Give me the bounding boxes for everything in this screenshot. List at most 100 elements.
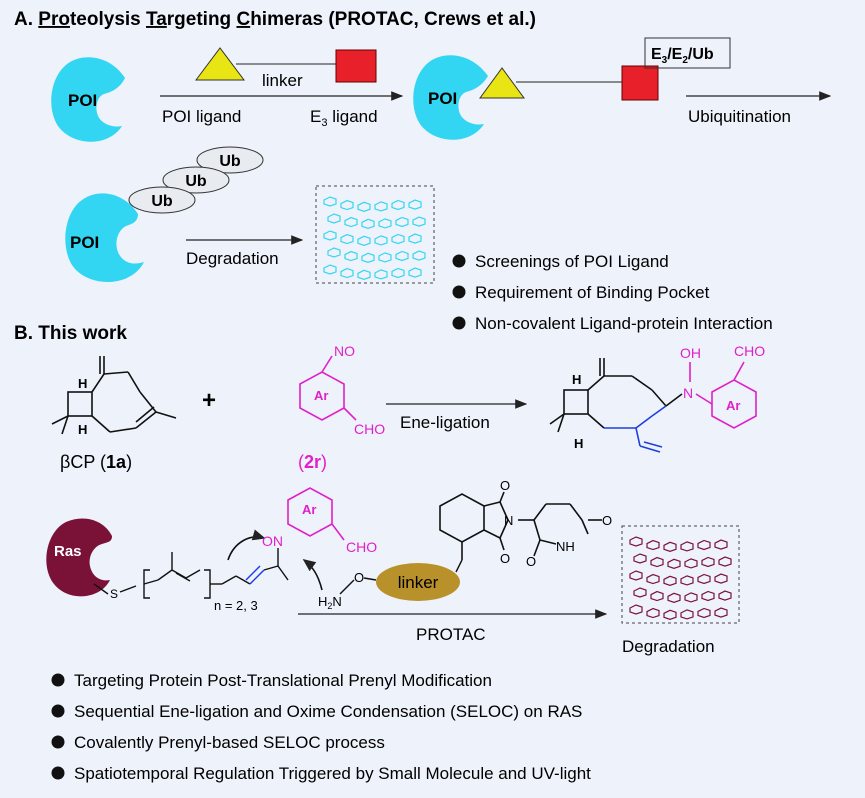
- peptide-fragment: [650, 556, 664, 568]
- peptide-fragment: [680, 541, 694, 552]
- bullets-b: Targeting Protein Post-Translational Pre…: [51, 671, 591, 783]
- prenyl-chain: [119, 552, 289, 599]
- peptide-fragment: [323, 196, 337, 207]
- peptide-fragment: [629, 536, 643, 547]
- curved-arrow-bottom: [302, 559, 323, 591]
- peptide-fragment: [344, 250, 358, 262]
- peptide-fragment: [340, 199, 354, 211]
- bullet-dot: [452, 254, 466, 268]
- peptide-fragment: [697, 573, 711, 585]
- peptide-fragment: [718, 556, 732, 567]
- ub-label-2: Ub: [185, 173, 207, 190]
- linker-label: linker: [262, 71, 303, 90]
- plus-sign: +: [202, 387, 216, 414]
- bullet-a-1: Screenings of POI Ligand: [475, 252, 669, 271]
- ar-label-2r: Ar: [314, 388, 328, 403]
- nitroso-aryl-structure: [287, 487, 345, 541]
- peptide-fragments-a: [323, 196, 426, 280]
- bullet-dot: [51, 704, 65, 718]
- poi-label-1: POI: [68, 91, 97, 110]
- e3-complex-label: E3/E2/Ub: [651, 46, 714, 66]
- on-label: ON: [262, 533, 283, 549]
- prenyl-alkene: [245, 565, 265, 585]
- peptide-fragment: [663, 541, 677, 552]
- peptide-fragment: [344, 216, 358, 228]
- bullet-dot: [51, 735, 65, 749]
- peptide-fragment: [701, 556, 715, 568]
- ub-label-3: Ub: [219, 153, 241, 170]
- linker-phth-bond: [455, 559, 463, 573]
- glut-o-bottom: O: [526, 554, 536, 569]
- peptide-fragment: [378, 252, 392, 263]
- ene-ligation-label: Ene-ligation: [400, 413, 490, 432]
- product-blue-bonds: [604, 405, 667, 453]
- peptide-fragment: [340, 233, 354, 245]
- peptide-fragment: [646, 539, 660, 551]
- bullet-dot: [452, 316, 466, 330]
- compound-2r-label: (2r): [298, 452, 327, 472]
- bullet-b-1: Targeting Protein Post-Translational Pre…: [74, 671, 492, 690]
- ras-s-bond: [93, 583, 109, 595]
- e3-ligand-label: E3 ligand: [310, 107, 378, 129]
- linker-label-b: linker: [398, 573, 439, 592]
- product-structure: [549, 358, 667, 433]
- thalidomide-structure: [439, 491, 602, 560]
- peptide-fragment: [395, 250, 409, 262]
- peptide-fragment: [714, 573, 728, 584]
- peptide-fragment: [718, 590, 732, 601]
- ar-label-ras: Ar: [302, 502, 316, 517]
- bullet-dot: [452, 285, 466, 299]
- peptide-fragment: [412, 216, 426, 227]
- peptide-fragment: [650, 590, 664, 602]
- product-h-top: H: [572, 372, 581, 387]
- peptide-fragment: [680, 609, 694, 620]
- peptide-fragment: [327, 247, 341, 258]
- curved-arrow-top: [227, 529, 266, 561]
- peptide-fragment: [357, 201, 371, 212]
- product-ar-label: Ar: [726, 398, 740, 413]
- poi-ligand-label: POI ligand: [162, 107, 241, 126]
- peptide-fragment: [374, 201, 388, 212]
- poi-label-3: POI: [70, 233, 99, 252]
- product-oh-label: OH: [680, 345, 701, 361]
- bullet-b-4: Spatiotemporal Regulation Triggered by S…: [74, 764, 591, 783]
- peptide-fragment: [667, 592, 681, 603]
- h2n-label: H2N: [318, 594, 342, 611]
- fragments-box-b: [621, 525, 740, 624]
- peptide-fragment: [663, 609, 677, 620]
- peptide-fragment: [684, 558, 698, 569]
- cho-label-2r: CHO: [354, 421, 385, 437]
- peptide-fragment: [327, 213, 341, 224]
- peptide-fragment: [680, 575, 694, 586]
- bound-ligand-triangle: [479, 67, 525, 99]
- peptide-fragment: [323, 230, 337, 241]
- peptide-fragment: [361, 218, 375, 229]
- bullet-b-2: Sequential Ene-ligation and Oxime Conden…: [74, 702, 582, 721]
- section-a-title: A. Proteolysis Targeting Chimeras (PROTA…: [14, 9, 536, 30]
- linker-ellipse: [376, 563, 460, 601]
- bcp-h-top: H: [78, 376, 87, 391]
- peptide-fragments-b: [629, 536, 732, 620]
- peptide-fragment: [412, 250, 426, 261]
- poi-protein-1: POI: [51, 57, 125, 142]
- peptide-fragment: [684, 592, 698, 603]
- peptide-fragment: [323, 264, 337, 275]
- peptide-fragment: [697, 607, 711, 619]
- peptide-fragment: [701, 590, 715, 602]
- peptide-fragment: [633, 553, 647, 564]
- bullet-b-3: Covalently Prenyl-based SELOC process: [74, 733, 385, 752]
- peptide-fragment: [646, 573, 660, 585]
- product-h-bottom: H: [574, 436, 583, 451]
- bcp-structure: [51, 356, 177, 435]
- n-o-bond: [339, 579, 355, 595]
- peptide-fragment: [714, 607, 728, 618]
- glut-nh-label: NH: [556, 539, 575, 554]
- poi-ligand-triangle: [195, 47, 245, 81]
- product-n-label: N: [683, 385, 693, 401]
- product-magenta-ring: [689, 361, 757, 429]
- ub-2: [162, 166, 230, 194]
- e3-complex-box: [644, 37, 731, 69]
- peptide-fragment: [374, 269, 388, 280]
- peptide-fragment: [714, 539, 728, 550]
- product-cho-label: CHO: [734, 343, 765, 359]
